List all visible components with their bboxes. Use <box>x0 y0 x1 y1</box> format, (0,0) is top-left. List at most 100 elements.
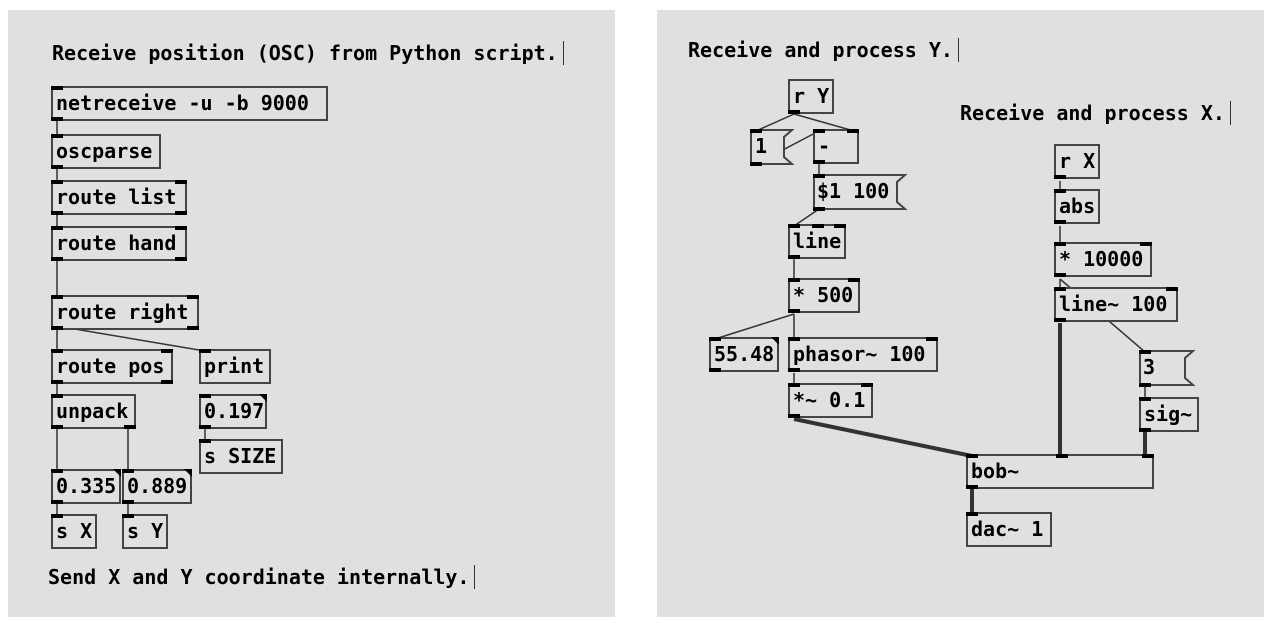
outlet[interactable] <box>51 500 63 504</box>
outlet[interactable] <box>788 255 800 259</box>
inlet[interactable] <box>1140 242 1152 246</box>
multiply-500-object[interactable]: * 500 <box>788 278 860 313</box>
outlet[interactable] <box>788 414 800 418</box>
send-size-object[interactable]: s SIZE <box>199 439 283 474</box>
inlet[interactable] <box>788 337 800 341</box>
receive-x-object[interactable]: r X <box>1054 144 1100 179</box>
inlet[interactable] <box>966 512 978 516</box>
outlet[interactable] <box>813 160 825 164</box>
message-box-one[interactable] <box>750 129 795 166</box>
outlet[interactable] <box>175 211 187 215</box>
route-pos-object[interactable]: route pos <box>51 349 173 384</box>
inlet[interactable] <box>1054 287 1066 291</box>
route-list-object[interactable]: route list <box>51 180 187 215</box>
outlet[interactable] <box>51 211 63 215</box>
inlet[interactable] <box>51 394 63 398</box>
message-box-three[interactable] <box>1139 350 1196 387</box>
inlet[interactable] <box>199 394 211 398</box>
inlet[interactable] <box>788 224 800 228</box>
inlet[interactable] <box>51 514 63 518</box>
outlet[interactable] <box>966 485 978 489</box>
line-signal-object[interactable]: line~ 100 <box>1054 287 1178 322</box>
bob-object[interactable]: bob~ <box>966 454 1154 489</box>
outlet[interactable] <box>1054 220 1066 224</box>
line-object[interactable]: line <box>788 224 846 259</box>
outlet[interactable] <box>51 165 63 169</box>
inlet[interactable] <box>1142 454 1154 458</box>
outlet[interactable] <box>51 117 63 121</box>
sig-object[interactable]: sig~ <box>1139 397 1199 432</box>
inlet[interactable] <box>161 349 173 353</box>
send-x-object[interactable]: s X <box>51 514 97 549</box>
outlet[interactable] <box>122 500 134 504</box>
inlet[interactable] <box>51 295 63 299</box>
inlet[interactable] <box>51 134 63 138</box>
outlet[interactable] <box>788 110 800 114</box>
outlet[interactable] <box>1054 273 1066 277</box>
inlet[interactable] <box>848 278 860 282</box>
inlet[interactable] <box>122 514 134 518</box>
outlet[interactable] <box>124 425 136 429</box>
inlet[interactable] <box>834 224 846 228</box>
inlet[interactable] <box>51 86 63 90</box>
inlet[interactable] <box>51 349 63 353</box>
inlet[interactable] <box>1166 287 1178 291</box>
outlet[interactable] <box>51 425 63 429</box>
inlet[interactable] <box>199 349 211 353</box>
outlet[interactable] <box>161 380 173 384</box>
multiply-10000-object[interactable]: * 10000 <box>1054 242 1152 277</box>
send-y-object[interactable]: s Y <box>122 514 168 549</box>
receive-y-object[interactable]: r Y <box>788 79 834 114</box>
inlet[interactable] <box>51 226 63 230</box>
outlet[interactable] <box>1054 175 1066 179</box>
number-box-y[interactable]: 0.889 <box>122 469 192 504</box>
inlet[interactable] <box>187 295 199 299</box>
print-object[interactable]: print <box>199 349 271 384</box>
outlet[interactable] <box>788 309 800 313</box>
route-right-object[interactable]: route right <box>51 295 199 330</box>
inlet[interactable] <box>1056 454 1068 458</box>
inlet[interactable] <box>709 337 721 341</box>
route-hand-object[interactable]: route hand <box>51 226 187 261</box>
netreceive-object[interactable]: netreceive -u -b 9000 <box>51 86 328 121</box>
multiply-signal-object[interactable]: *~ 0.1 <box>788 383 873 418</box>
inlet[interactable] <box>51 180 63 184</box>
outlet[interactable] <box>788 368 800 372</box>
outlet[interactable] <box>51 326 63 330</box>
inlet[interactable] <box>51 469 63 473</box>
message-box-ramp[interactable] <box>813 174 908 211</box>
inlet[interactable] <box>926 337 938 341</box>
oscparse-object[interactable]: oscparse <box>51 134 161 169</box>
unpack-object[interactable]: unpack <box>51 394 136 429</box>
inlet[interactable] <box>861 383 873 387</box>
outlet[interactable] <box>199 425 211 429</box>
number-box-frequency[interactable]: 55.48 <box>709 337 779 372</box>
minus-object[interactable]: - <box>813 129 859 164</box>
inlet[interactable] <box>122 469 134 473</box>
inlet[interactable] <box>175 180 187 184</box>
patch-canvas-left[interactable]: Receive position (OSC) from Python scrip… <box>8 10 615 617</box>
inlet[interactable] <box>788 383 800 387</box>
inlet[interactable] <box>812 224 824 228</box>
inlet[interactable] <box>1054 242 1066 246</box>
abs-object[interactable]: abs <box>1054 189 1100 224</box>
inlet[interactable] <box>175 226 187 230</box>
outlet[interactable] <box>1054 318 1066 322</box>
inlet[interactable] <box>1054 189 1066 193</box>
inlet[interactable] <box>1139 397 1151 401</box>
outlet[interactable] <box>1139 428 1151 432</box>
outlet[interactable] <box>51 257 63 261</box>
phasor-object[interactable]: phasor~ 100 <box>788 337 938 372</box>
number-box-x[interactable]: 0.335 <box>51 469 121 504</box>
dac-object[interactable]: dac~ 1 <box>966 512 1052 547</box>
number-box-size[interactable]: 0.197 <box>199 394 267 429</box>
outlet[interactable] <box>51 380 63 384</box>
outlet[interactable] <box>709 368 721 372</box>
inlet[interactable] <box>813 129 825 133</box>
inlet[interactable] <box>199 439 211 443</box>
inlet[interactable] <box>788 278 800 282</box>
inlet[interactable] <box>966 454 978 458</box>
patch-canvas-right[interactable]: Receive and process Y. Receive and proce… <box>657 10 1264 617</box>
inlet[interactable] <box>847 129 859 133</box>
outlet[interactable] <box>187 326 199 330</box>
